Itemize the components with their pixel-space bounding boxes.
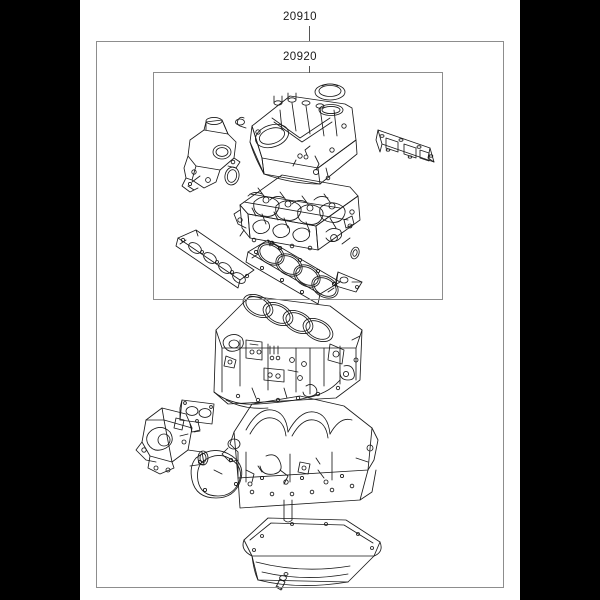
- letterbox-right: [520, 0, 600, 600]
- part-number-label-20910: 20910: [283, 11, 317, 23]
- letterbox-left: [0, 0, 80, 600]
- leader-line-20910: [309, 26, 310, 41]
- assembly-frame-20920: [153, 72, 443, 300]
- assembly-frame-20910: [96, 41, 504, 588]
- leader-line-20920: [309, 66, 310, 73]
- part-number-label-20920: 20920: [283, 51, 317, 63]
